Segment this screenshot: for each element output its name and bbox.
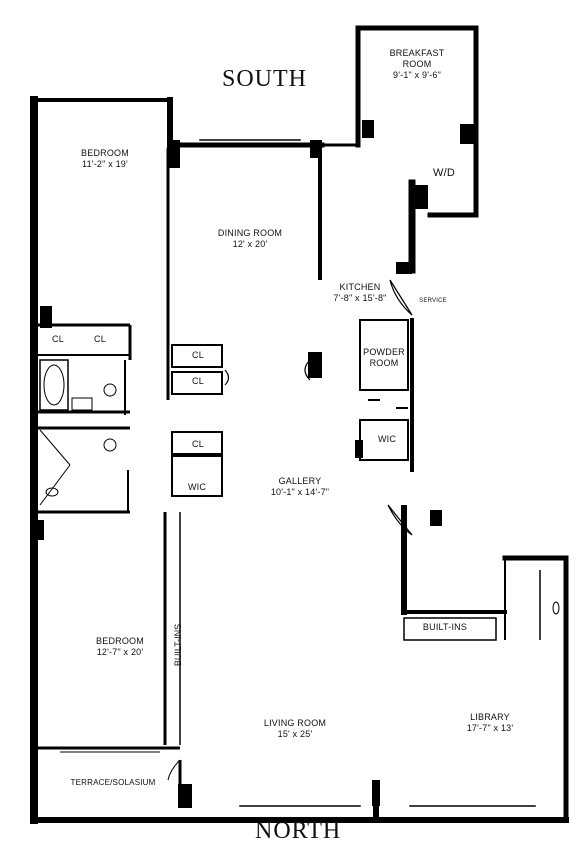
- room-gallery: GALLERY 10'-1" x 14'-7": [250, 476, 350, 498]
- room-dims: 10'-1" x 14'-7": [270, 487, 330, 497]
- room-name: BREAKFAST: [389, 48, 445, 58]
- room-dims: 11'-2" x 19': [82, 159, 128, 169]
- closet-mid-2: CL: [192, 376, 204, 386]
- built-ins-vertical: BUILT-INS: [173, 623, 183, 667]
- room-name: POWDER: [363, 347, 405, 357]
- room-wic-right: WIC: [377, 434, 397, 444]
- room-terrace: TERRACE/SOLASIUM: [70, 778, 156, 787]
- room-dims: 7'-8" x 15'-8": [333, 293, 387, 303]
- room-bedroom-1: BEDROOM 11'-2" x 19': [60, 148, 150, 170]
- room-dims: 12' x 20': [232, 239, 268, 249]
- room-name-line2: ROOM: [369, 358, 399, 368]
- room-name: BEDROOM: [96, 636, 144, 646]
- closet-mid-3: CL: [192, 439, 204, 449]
- room-dims: 15' x 25': [277, 729, 313, 739]
- room-name: KITCHEN: [339, 282, 381, 292]
- room-dims: 12'-7" x 20': [96, 647, 144, 657]
- room-dims: 9'-1" x 9'-6": [393, 70, 441, 80]
- compass-south: SOUTH: [222, 66, 308, 92]
- room-name-line2: ROOM: [402, 59, 432, 69]
- room-library: LIBRARY 17'-7" x 13': [440, 712, 540, 734]
- room-powder: POWDER ROOM: [362, 347, 406, 369]
- room-breakfast: BREAKFAST ROOM 9'-1" x 9'-6": [372, 48, 462, 81]
- room-name: LIVING ROOM: [263, 718, 327, 728]
- compass-north: NORTH: [255, 818, 342, 844]
- room-wic-left: WIC: [187, 482, 207, 492]
- room-name: BEDROOM: [81, 148, 129, 158]
- closet-mid-1: CL: [192, 350, 204, 360]
- room-kitchen: KITCHEN 7'-8" x 15'-8": [310, 282, 410, 304]
- built-ins-horizontal: BUILT-INS: [422, 622, 468, 632]
- room-dining: DINING ROOM 12' x 20': [200, 228, 300, 250]
- room-living: LIVING ROOM 15' x 25': [240, 718, 350, 740]
- wall-solids: [34, 120, 474, 808]
- room-bedroom-2: BEDROOM 12'-7" x 20': [70, 636, 170, 658]
- service-label: SERVICE: [419, 298, 447, 304]
- room-name: GALLERY: [278, 476, 322, 486]
- closet-top-right: CL: [94, 334, 106, 344]
- room-wd: W/D: [433, 167, 455, 179]
- door-swings: [224, 279, 413, 536]
- interior-walls: [34, 145, 560, 820]
- exterior-walls: [30, 25, 569, 824]
- room-dims: 17'-7" x 13': [466, 723, 514, 733]
- room-name: DINING ROOM: [217, 228, 283, 238]
- room-name: LIBRARY: [470, 712, 510, 722]
- closet-top-left: CL: [52, 334, 64, 344]
